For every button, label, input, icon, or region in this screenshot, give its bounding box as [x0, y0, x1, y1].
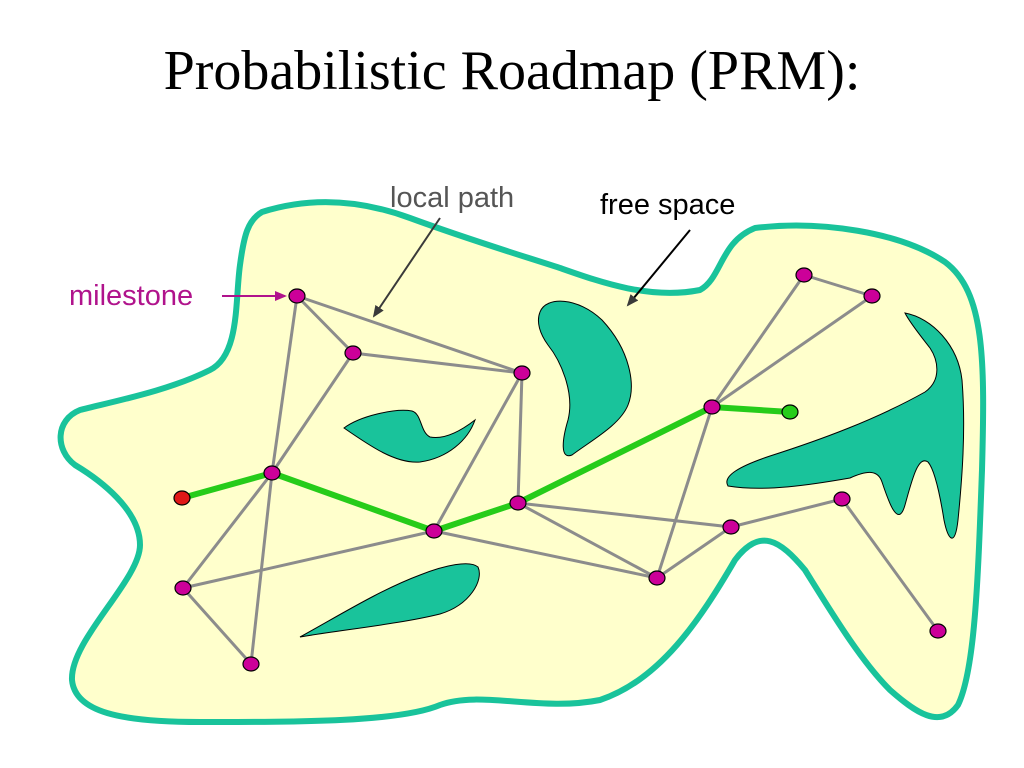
- roadmap-edge: [181, 529, 436, 590]
- milestone-node: [174, 580, 192, 596]
- milestone-node: [863, 288, 881, 304]
- roadmap-edge: [655, 525, 733, 580]
- milestone-node: [703, 399, 721, 415]
- milestone-node: [722, 519, 740, 535]
- obstacle-boomerang: [343, 409, 477, 463]
- obstacle-sliver: [299, 563, 480, 638]
- roadmap-edge: [432, 529, 659, 580]
- milestone-label: milestone: [69, 280, 193, 312]
- roadmap-edge: [710, 294, 874, 409]
- start-node: [173, 490, 191, 506]
- roadmap-edge: [516, 501, 659, 580]
- slide-title: Probabilistic Roadmap (PRM):: [163, 40, 861, 102]
- roadmap-edge: [516, 371, 524, 505]
- local-path-label: local path: [390, 182, 514, 214]
- milestone-node: [795, 267, 813, 283]
- roadmap-edge: [351, 351, 524, 375]
- milestone-node: [288, 288, 306, 304]
- free-space-label: free space: [600, 189, 735, 221]
- roadmap-edge: [295, 294, 355, 355]
- milestone-node: [833, 491, 851, 507]
- milestone-node: [513, 365, 531, 381]
- roadmap-edge: [270, 294, 299, 475]
- free-space-arrow: [626, 229, 691, 307]
- roadmap-edge: [840, 497, 940, 633]
- roadmap-edge: [729, 497, 844, 529]
- roadmap-edge: [181, 471, 274, 590]
- local-path-arrow: [372, 217, 441, 318]
- roadmap-edges: [181, 273, 940, 666]
- solution-path: [179, 404, 793, 534]
- roadmap-edge: [802, 273, 874, 298]
- roadmap-edge: [655, 405, 714, 580]
- milestone-node: [242, 656, 260, 672]
- milestones: [174, 267, 947, 672]
- roadmap-edge: [295, 294, 524, 375]
- roadmap-edge: [432, 371, 524, 533]
- milestone-node: [263, 465, 281, 481]
- roadmap-edge: [249, 471, 274, 666]
- roadmap-edge: [270, 351, 355, 475]
- roadmap-edge: [516, 501, 733, 529]
- milestone-node: [509, 495, 527, 511]
- milestone-node: [648, 570, 666, 586]
- obstacle-large: [726, 312, 965, 539]
- goal-node: [781, 404, 799, 420]
- milestone-node: [344, 345, 362, 361]
- milestone-node: [929, 623, 947, 639]
- roadmap-edge: [710, 273, 806, 409]
- roadmap-edge: [181, 586, 253, 666]
- obstacle-crescent: [537, 300, 632, 457]
- milestone-node: [425, 523, 443, 539]
